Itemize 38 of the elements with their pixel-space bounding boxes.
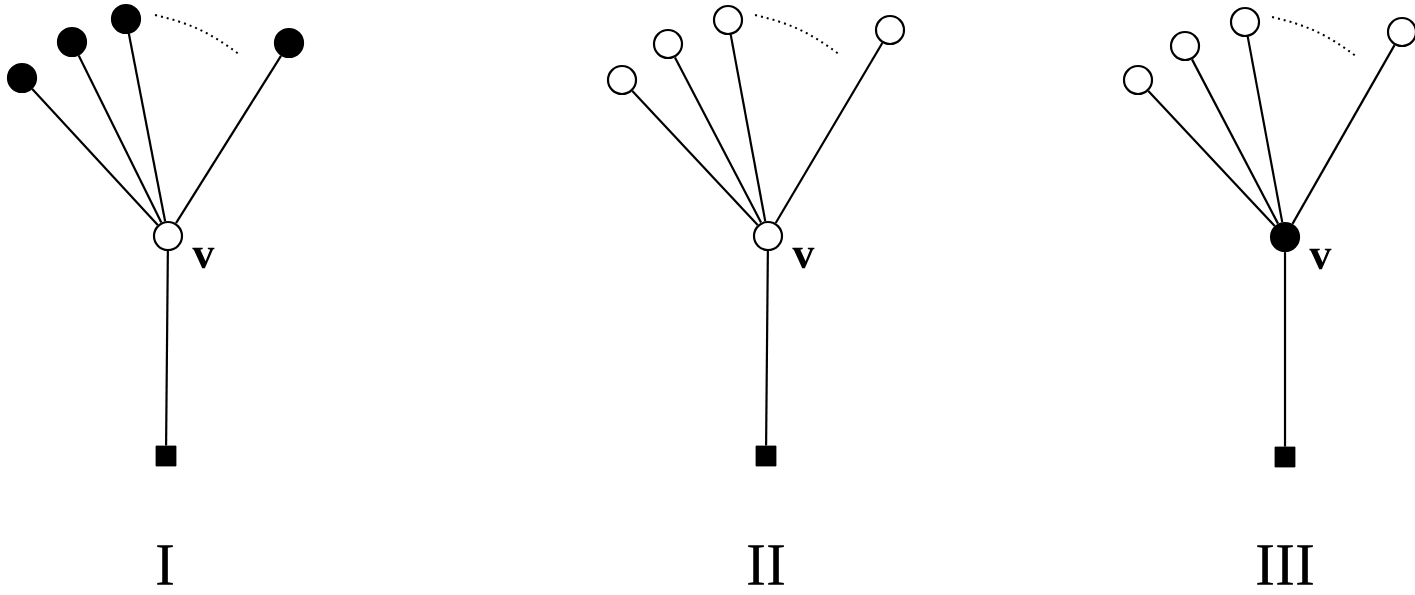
- filled-vertex-dot: [1269, 221, 1301, 253]
- filled-vertex-dot: [6, 62, 38, 94]
- open-vertex-circle: [874, 14, 906, 46]
- edge-line: [1246, 36, 1284, 223]
- root-square: [1274, 446, 1296, 468]
- edge-line: [1147, 90, 1276, 227]
- open-vertex-circle: [752, 220, 784, 252]
- edge-line: [765, 251, 769, 446]
- open-vertex-circle: [712, 4, 744, 36]
- root-square: [755, 445, 777, 467]
- edge-line: [31, 88, 159, 226]
- open-vertex-circle: [606, 64, 638, 96]
- edge-line: [165, 251, 169, 446]
- filled-vertex-dot: [273, 27, 305, 59]
- filled-vertex-dot: [110, 3, 142, 35]
- panel-numeral: III: [1257, 545, 1313, 585]
- vertex-label: v: [192, 247, 215, 269]
- edge-line: [175, 55, 282, 224]
- edge-line: [631, 90, 759, 226]
- open-vertex-circle: [152, 220, 184, 252]
- vertex-label: v: [792, 247, 815, 269]
- panel-numeral: I: [157, 545, 173, 585]
- edge-line: [127, 33, 167, 222]
- root-square: [155, 445, 177, 467]
- open-vertex-circle: [652, 28, 684, 60]
- open-vertex-circle: [1122, 64, 1154, 96]
- vertex-label: v: [1309, 248, 1332, 270]
- edge-line: [674, 56, 762, 224]
- edge-line: [77, 55, 163, 223]
- open-vertex-circle: [1229, 6, 1261, 38]
- open-vertex-circle: [1169, 30, 1201, 62]
- filled-vertex-dot: [56, 26, 88, 58]
- edge-line: [1283, 252, 1287, 447]
- panel-numeral: II: [748, 545, 784, 585]
- edge-line: [1191, 58, 1279, 225]
- edge-line: [774, 42, 884, 224]
- edge-line: [729, 34, 767, 222]
- edge-line: [1291, 44, 1396, 225]
